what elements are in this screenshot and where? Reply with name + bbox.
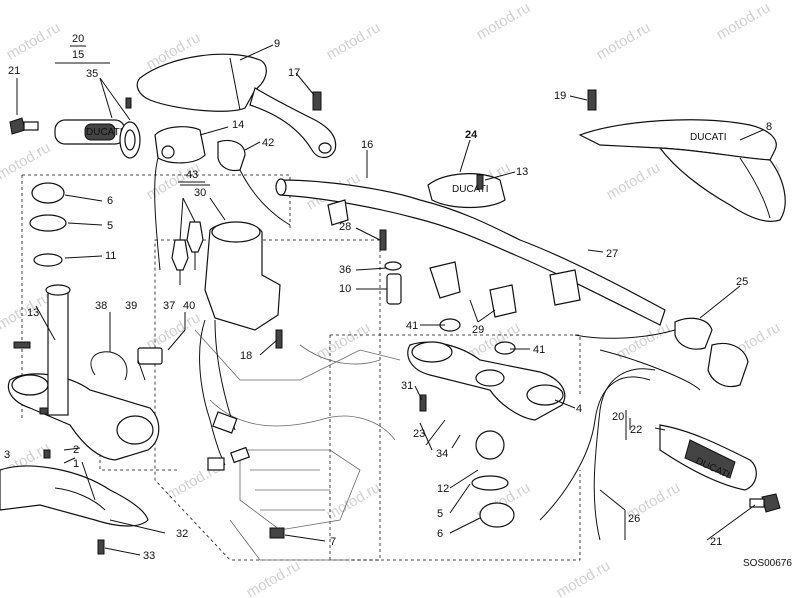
frame-ghost [194, 329, 401, 561]
diagram-code: SOS00676 [743, 558, 792, 569]
right-mirror: DUCATI [578, 119, 786, 222]
left-grip: DUCATI [54, 119, 141, 159]
upper-triple-clamp [7, 284, 160, 461]
watermark: motod.ru [614, 319, 674, 363]
watermark: motod.ru [474, 0, 534, 43]
watermark: motod.ru [604, 159, 664, 203]
callout-29: 29 [472, 324, 484, 336]
callout-30: 30 [194, 187, 206, 199]
top-cover: DUCATI [427, 173, 506, 209]
callout-20-top: 20 [72, 33, 84, 45]
brand-mark: DUCATI [690, 132, 726, 143]
watermark: motod.ru [244, 557, 304, 598]
left-stem-hardware [29, 182, 67, 267]
callout-35: 35 [86, 68, 98, 80]
callout-8: 8 [766, 121, 772, 133]
left-switch [154, 126, 291, 271]
lower-clamp [407, 341, 566, 421]
left-bar-end [9, 117, 39, 135]
right-stem-hardware [471, 430, 515, 528]
fasteners [13, 89, 597, 555]
right-switch [574, 317, 749, 391]
callout-labels: 9 8 17 19 16 24 13 14 42 20 15 35 21 6 5… [4, 33, 772, 562]
handlebar [275, 178, 666, 326]
callout-36: 36 [339, 264, 351, 276]
callout-5-right: 5 [437, 508, 443, 520]
callout-4: 4 [576, 403, 582, 415]
throttle-cables [539, 368, 656, 541]
callout-37: 37 [163, 300, 175, 312]
right-grip: DUCATI [659, 424, 757, 491]
handlebar-clamps [327, 199, 581, 355]
callout-21-right: 21 [710, 536, 722, 548]
watermark: motod.ru [324, 19, 384, 63]
wiring-pieces [90, 329, 186, 381]
callout-3: 3 [4, 449, 10, 461]
callout-42: 42 [262, 137, 274, 149]
callout-7: 7 [330, 536, 336, 548]
callout-13-right: 13 [516, 166, 528, 178]
callout-31: 31 [401, 380, 413, 392]
brand-mark: DUCATI [86, 127, 122, 138]
callout-41-left: 41 [406, 320, 418, 332]
callout-10: 10 [339, 283, 351, 295]
callout-15: 15 [72, 49, 84, 61]
callout-27: 27 [606, 248, 618, 260]
callout-17: 17 [288, 67, 300, 79]
callout-24: 24 [465, 129, 478, 141]
watermark: motod.ru [594, 19, 654, 63]
lower-cover [0, 465, 149, 527]
callout-6-left: 6 [107, 195, 113, 207]
brand-mark: DUCATI [452, 184, 488, 195]
callout-25: 25 [736, 276, 748, 288]
callout-1: 1 [73, 458, 79, 470]
watermark: motod.ru [554, 557, 614, 598]
right-bar-end [749, 493, 781, 513]
right-frame [329, 334, 581, 561]
callout-11: 11 [105, 250, 116, 262]
callout-40: 40 [183, 300, 195, 312]
watermark: motod.ru [0, 139, 53, 183]
callout-41-right: 41 [533, 344, 545, 356]
callout-39: 39 [125, 300, 137, 312]
callout-22: 22 [630, 424, 642, 436]
callout-9: 9 [274, 38, 280, 50]
callout-26: 26 [628, 513, 640, 525]
watermark: motod.ru [144, 309, 204, 353]
watermark: motod.ru [714, 0, 774, 43]
callout-18: 18 [240, 350, 252, 362]
callout-19: 19 [554, 90, 566, 102]
left-mirror [136, 53, 337, 159]
callout-5-left: 5 [107, 220, 113, 232]
callout-32: 32 [176, 528, 188, 540]
watermark: motod.ru [314, 319, 374, 363]
ignition-switch [199, 221, 281, 471]
keys [171, 221, 204, 285]
callout-34: 34 [436, 448, 448, 460]
leader-lines [16, 44, 764, 556]
callout-13-left: 13 [27, 307, 39, 319]
callout-33: 33 [143, 550, 155, 562]
callout-16: 16 [361, 139, 373, 151]
callout-20-right: 20 [612, 411, 624, 423]
callout-14: 14 [232, 119, 244, 131]
callout-6-right: 6 [437, 528, 443, 540]
callout-23: 23 [413, 428, 425, 440]
callout-2: 2 [73, 444, 79, 456]
callout-38: 38 [95, 300, 107, 312]
watermark: motod.ru [4, 19, 64, 63]
callout-28: 28 [339, 221, 351, 233]
callout-43: 43 [186, 169, 198, 181]
callout-12: 12 [437, 483, 449, 495]
callout-21-left: 21 [8, 65, 20, 77]
risers [384, 261, 402, 305]
